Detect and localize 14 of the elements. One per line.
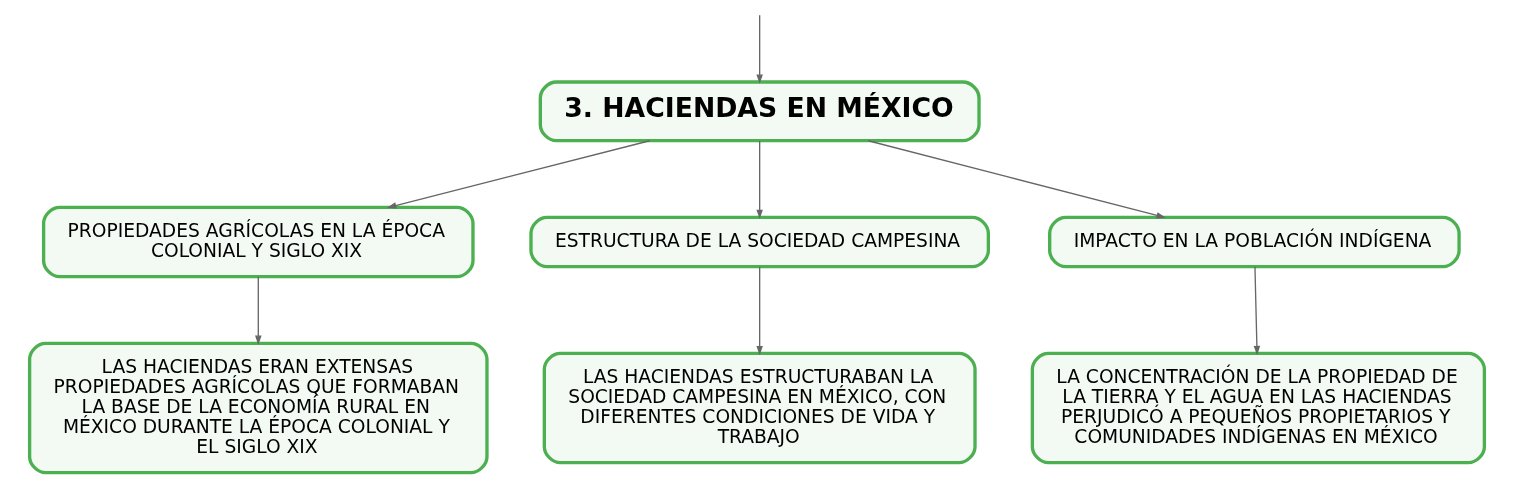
node-box: ESTRUCTURA DE LA SOCIEDAD CAMPESINA — [528, 215, 990, 268]
arrow — [755, 139, 763, 219]
arrow — [1253, 265, 1260, 355]
node-box: PROPIEDADES AGRÍCOLAS EN LA ÉPOCA COLONIAL Y SIGLO XIX — [41, 205, 475, 278]
node-box: IMPACTO EN LA POBLACIÓN INDÍGENA — [1047, 215, 1461, 268]
node-box: LAS HACIENDAS ESTRUCTURABAN LA SOCIEDAD CAMPESINA EN MÉXICO, CON DIFERENTES CONDICIONES DE VIDA Y TRABAJO — [542, 351, 977, 464]
node-box: LA CONCENTRACIÓN DE LA PROPIEDAD DE LA TIERRA Y EL AGUA EN LAS HACIENDAS PERJUDICÓ A PEQUEÑOS PROPIETARIOS Y COMUNIDADES INDÍGENAS EN MÉXICO — [1030, 351, 1486, 464]
arrow — [386, 139, 650, 209]
arrow — [755, 14, 763, 84]
arrow — [254, 275, 262, 345]
node-box: 3. HACIENDAS EN MÉXICO — [538, 79, 981, 142]
node-box: LAS HACIENDAS ERAN EXTENSAS PROPIEDADES AGRÍCOLAS QUE FORMABAN LA BASE DE LA ECONOMÍA RURAL EN MÉXICO DURANTE LA ÉPOCA COLONIAL Y EL SIGLO XIX — [27, 341, 489, 474]
arrow — [867, 139, 1166, 219]
arrow — [755, 265, 763, 355]
